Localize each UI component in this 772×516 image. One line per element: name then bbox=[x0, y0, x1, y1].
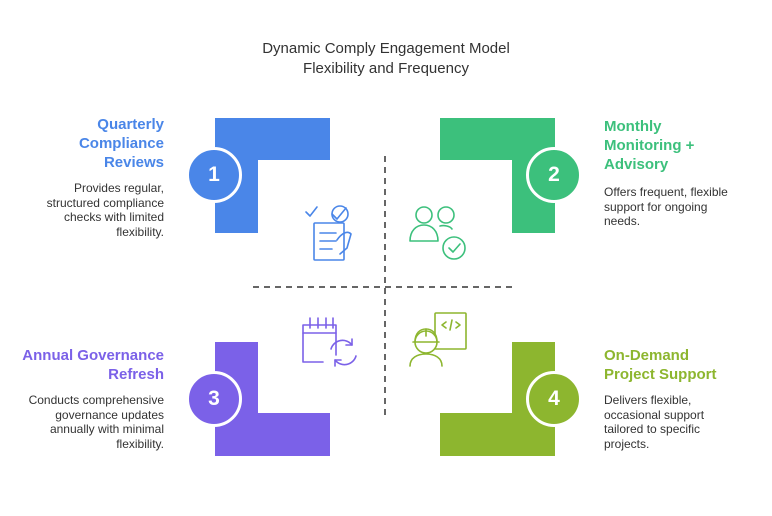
calendar-refresh-icon bbox=[302, 317, 357, 367]
quadrant-2-description: Offers frequent, flexible support for on… bbox=[604, 185, 728, 228]
quadrant-1-number-badge: 1 bbox=[186, 147, 242, 203]
diagram-subtitle: Flexibility and Frequency bbox=[303, 60, 469, 77]
quadrant-3-description: Conducts comprehensive governance update… bbox=[28, 393, 164, 451]
quadrant-3-number-badge: 3 bbox=[186, 371, 242, 427]
quadrant-2-number-badge: 2 bbox=[526, 147, 582, 203]
engineer-code-icon bbox=[409, 312, 467, 367]
users-check-icon bbox=[409, 206, 466, 260]
quadrant-1-heading: Quarterly Compliance Reviews bbox=[78, 116, 164, 171]
quadrant-4-description: Delivers flexible, occasional support ta… bbox=[604, 393, 705, 451]
quadrant-4-shape bbox=[440, 342, 555, 456]
quadrant-4-heading: On-Demand Project Support bbox=[604, 347, 717, 383]
quadrant-1-shape bbox=[215, 118, 330, 233]
checklist-hand-icon bbox=[305, 205, 352, 261]
quadrant-2-shape bbox=[440, 118, 555, 233]
quadrant-3-heading: Annual Governance Refresh bbox=[22, 347, 164, 383]
quadrant-3-shape bbox=[215, 342, 330, 456]
diagram-title: Dynamic Comply Engagement Model bbox=[262, 40, 510, 57]
quadrant-4-number-badge: 4 bbox=[526, 371, 582, 427]
quadrant-2-heading: Monthly Monitoring + Advisory bbox=[604, 118, 695, 173]
quadrant-1-description: Provides regular, structured compliance … bbox=[46, 181, 164, 239]
